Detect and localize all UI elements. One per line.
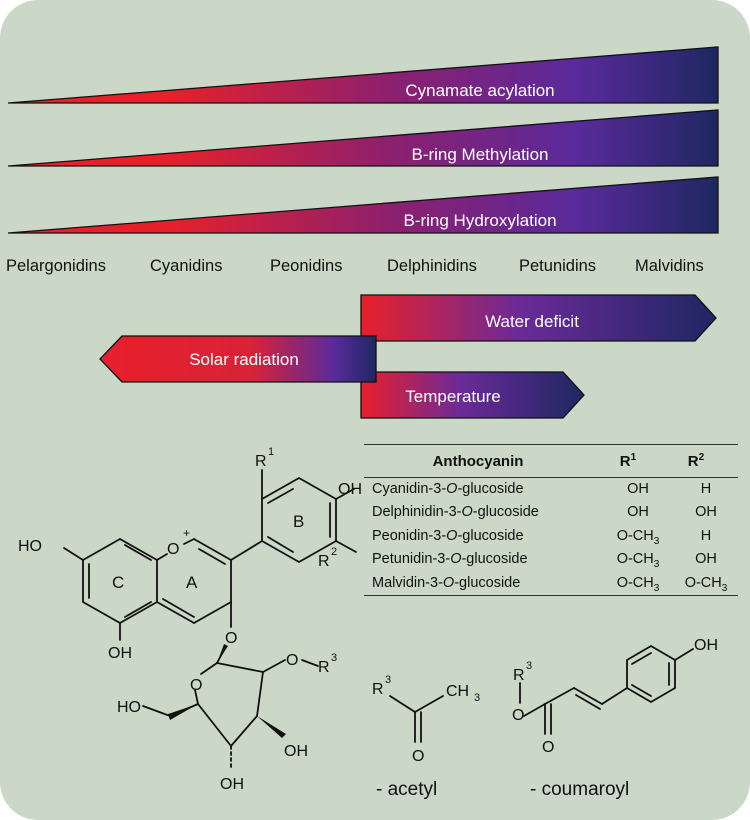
class-label: Malvidins	[635, 257, 704, 275]
o-r3-label: O	[286, 652, 298, 669]
table-mid-rule	[364, 477, 738, 478]
acetyl-ch3: CH	[446, 683, 469, 700]
row-name: Peonidin-3-O-glucoside	[372, 527, 524, 544]
wedge-hydroxylation: B-ring Hydroxylation	[7, 176, 719, 234]
arrow-temperature: Temperature	[360, 371, 585, 419]
coumaroyl-o-ester: O	[512, 707, 524, 724]
wedge-label-acylation: Cynamate acylation	[405, 81, 554, 100]
ring-c-label: C	[112, 573, 124, 592]
wedge-label-hydroxylation: B-ring Hydroxylation	[403, 211, 556, 230]
coumaroyl-o-carbonyl: O	[542, 739, 554, 756]
acetyl-structure: R 3 CH 3 O - acetyl	[372, 674, 480, 800]
coumaroyl-r3: R	[513, 667, 525, 684]
oh-bottom-label: OH	[108, 645, 132, 662]
row-r1: OH	[627, 504, 649, 521]
header-r1: R1	[619, 452, 637, 471]
anthocyanidin-axis: Pelargonidins Cyanidins Peonidins Delphi…	[6, 257, 704, 275]
class-label: Pelargonidins	[6, 257, 106, 275]
class-label: Cyanidins	[150, 257, 222, 275]
factor-label-water: Water deficit	[485, 312, 579, 331]
acetyl-ch3-sub: 3	[474, 692, 480, 704]
row-name: Petunidin-3-O-glucoside	[372, 551, 528, 568]
table-row: Peonidin-3-O-glucoside O-CH3 H	[364, 525, 738, 548]
anthocyanin-structure	[63, 469, 357, 771]
ho-ch2-label: HO	[117, 699, 141, 716]
wedge-methylation: B-ring Methylation	[7, 109, 719, 167]
class-label: Delphinidins	[387, 257, 477, 275]
o-link-label: O	[225, 630, 237, 647]
acetyl-name: - acetyl	[376, 779, 437, 800]
ring-b-label: B	[293, 512, 304, 531]
coumaroyl-structure: R 3 O O OH - coumaroyl	[512, 637, 718, 800]
row-name: Malvidin-3-O-glucoside	[372, 574, 521, 591]
table-bottom-rule	[364, 594, 738, 596]
row-r1: OH	[627, 481, 649, 497]
table-row: Delphinidin-3-O-glucoside OH OH	[364, 501, 738, 524]
class-label: Peonidins	[270, 257, 342, 275]
table-header-row: Anthocyanin R1 R2	[364, 445, 738, 477]
coumaroyl-r3-sup: 3	[526, 660, 532, 672]
class-label: Petunidins	[519, 257, 596, 275]
row-name: Cyanidin-3-O-glucoside	[372, 481, 524, 497]
table-row: Petunidin-3-O-glucoside O-CH3 OH	[364, 548, 738, 571]
header-anthocyanin: Anthocyanin	[432, 453, 524, 470]
plus-label: +	[183, 526, 190, 540]
row-r2: O-CH3	[684, 574, 728, 594]
acetyl-r3: R	[372, 681, 384, 698]
wedge-label-methylation: B-ring Methylation	[411, 145, 548, 164]
header-r2: R2	[687, 452, 705, 471]
r3-label: R	[318, 659, 330, 676]
arrow-water-deficit: Water deficit	[360, 294, 717, 342]
acetyl-r3-sup: 3	[385, 674, 391, 686]
factor-label-temperature: Temperature	[405, 387, 500, 406]
ho-left-label: HO	[18, 538, 42, 555]
row-r2: H	[700, 481, 712, 497]
wedge-bond	[168, 704, 198, 720]
factor-label-solar: Solar radiation	[189, 350, 299, 369]
oh-b-label: OH	[338, 481, 362, 498]
arrow-solar-radiation: Solar radiation	[99, 335, 377, 383]
wedge-bond	[217, 644, 228, 663]
r3-sup: 3	[331, 652, 337, 664]
row-r1: O-CH3	[616, 551, 660, 571]
o-sugar-label: O	[190, 677, 202, 694]
oh-4-label: OH	[284, 743, 308, 760]
row-r2: H	[700, 527, 712, 544]
ring-a-label: A	[186, 573, 198, 592]
row-r1: O-CH3	[616, 527, 660, 547]
o-plus-label: O	[167, 541, 179, 558]
table-row: Malvidin-3-O-glucoside O-CH3 O-CH3	[364, 572, 738, 595]
row-name: Delphinidin-3-O-glucoside	[372, 504, 539, 521]
row-r2: OH	[695, 551, 717, 568]
row-r1: O-CH3	[616, 574, 660, 594]
structure-labels: HO OH O + C A B R 1 OH R 2 O O O R 3 HO …	[18, 446, 362, 793]
acetyl-o: O	[412, 748, 424, 765]
table-row: Cyanidin-3-O-glucoside OH H	[364, 478, 738, 501]
r2-sup: 2	[331, 546, 337, 558]
r1-label: R	[255, 453, 267, 470]
row-r2: OH	[695, 504, 717, 521]
r1-sup: 1	[268, 446, 274, 458]
wedge-acylation: Cynamate acylation	[7, 46, 719, 104]
table-top-rule	[364, 444, 738, 445]
wedge-bond	[257, 716, 286, 738]
oh-3-label: OH	[220, 776, 244, 793]
coumaroyl-oh: OH	[694, 637, 718, 654]
substituent-table: Anthocyanin R1 R2 Cyanidin-3-O-glucoside…	[364, 444, 738, 596]
coumaroyl-name: - coumaroyl	[530, 779, 629, 800]
r2-label: R	[318, 553, 330, 570]
